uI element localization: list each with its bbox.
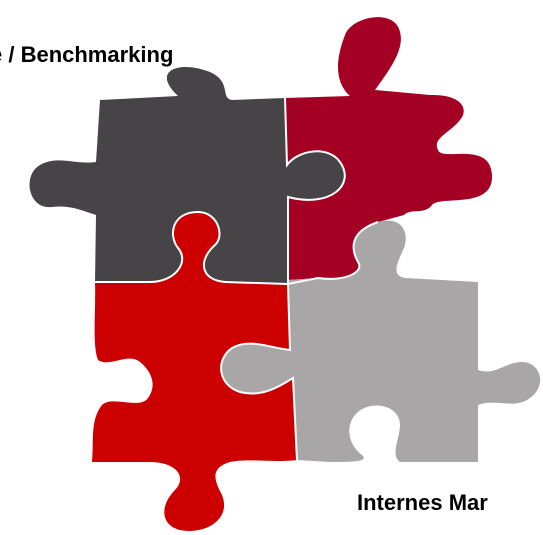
label-internes-marketing: Internes Mar: [357, 490, 488, 515]
puzzle-piece-red: [92, 212, 297, 531]
label-benchmarking: e / Benchmarking: [0, 42, 174, 67]
puzzle-seams: [95, 97, 379, 461]
puzzle-piece-crimson: [285, 17, 493, 280]
puzzle-piece-dark-gray: [29, 66, 345, 285]
